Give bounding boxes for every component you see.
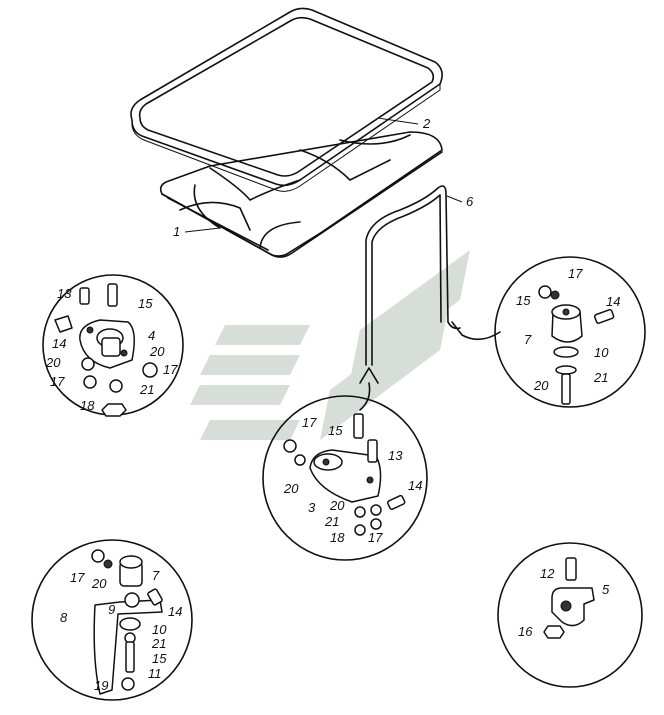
callout-tr-15: 20 [533,378,549,393]
detail-pointer [359,382,371,411]
callout-bc-17b: 17 [368,530,383,545]
callout-bc-17a: 17 [302,415,317,430]
callout-br-12: 12 [540,566,555,581]
callout-bl-11: 11 [148,666,162,681]
callout-tl-15: 15 [138,296,153,311]
callout-tl-17a: 17 [50,374,65,389]
detail-pointer-right [451,321,501,341]
rod-assembly [365,185,461,366]
callout-tl-21: 21 [139,382,154,397]
leader-2 [377,117,419,125]
callout-bl-19: 19 [94,678,108,693]
callout-tl-20a: 20 [45,355,61,370]
leader-6 [446,195,463,203]
callout-tr-7: 7 [524,332,532,347]
callout-bc-13: 13 [388,448,403,463]
callout-tl-20b: 20 [149,344,165,359]
callout-bl-9: 9 [108,602,115,617]
detail-bottom-left [31,539,193,701]
detail-top-right [494,256,646,408]
callout-tl-17b: 17 [163,362,178,377]
callout-bl-14: 14 [168,604,182,619]
callout-bc-18: 18 [330,530,345,545]
callout-bc-20a: 20 [283,481,299,496]
callout-tl-13: 13 [57,286,72,301]
callout-bl-20: 20 [91,576,107,591]
callout-bc-20b: 20 [329,498,345,513]
callout-bc-15: 15 [328,423,343,438]
callout-tl-4: 4 [148,328,155,343]
callout-tr-14: 14 [606,294,620,309]
callout-tl-14: 14 [52,336,66,351]
callout-6: 6 [466,194,474,209]
callout-tr-10: 10 [594,345,609,360]
rack-frame [159,131,443,258]
detail-bottom-center [262,395,428,561]
callout-bl-10: 10 [152,622,167,637]
callout-tr-17: 15 [516,293,531,308]
callout-tr-20: 17 [568,266,583,281]
callout-bl-15: 15 [152,651,167,666]
callout-bl-8: 8 [60,610,68,625]
callout-tl-18: 18 [80,398,95,413]
detail-arrow-up [359,367,379,384]
callout-bl-21: 21 [151,636,166,651]
callout-bc-21: 21 [324,514,339,529]
hatch-lid [130,7,443,192]
callout-bl-7: 7 [152,568,160,583]
callout-1: 1 [173,224,180,239]
callout-bl-17: 17 [70,570,85,585]
callout-br-16: 16 [518,624,533,639]
callout-br-5: 5 [602,582,610,597]
callout-bc-3: 3 [308,500,316,515]
detail-bottom-right [497,542,643,688]
callout-tr-21: 21 [593,370,608,385]
detail-top-left [42,274,184,417]
leader-1 [184,227,221,233]
callout-2: 2 [422,116,431,131]
watermark-logo [190,250,470,440]
callout-bc-14: 14 [408,478,422,493]
